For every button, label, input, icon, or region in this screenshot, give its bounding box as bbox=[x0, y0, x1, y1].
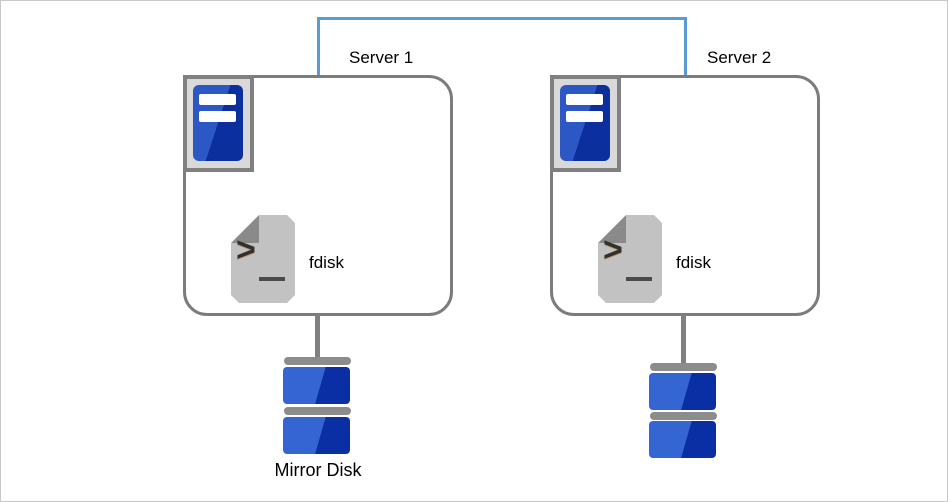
prompt-glyph: > bbox=[236, 231, 256, 269]
disk-platter-bar bbox=[284, 407, 351, 415]
server-tower-icon bbox=[550, 75, 621, 172]
server-tower-body bbox=[560, 85, 610, 161]
server1-tool-label: fdisk bbox=[309, 253, 344, 272]
server1-label: Server 1 bbox=[349, 48, 414, 67]
disk-platter-bar bbox=[650, 363, 717, 371]
disk-body bbox=[649, 373, 716, 410]
disk-platter-bar bbox=[284, 357, 351, 365]
mirror-disk-label: Mirror Disk bbox=[274, 460, 362, 480]
tower-slot-bar bbox=[199, 111, 236, 122]
server-link-drop-right bbox=[684, 17, 687, 77]
server-link-line bbox=[317, 17, 687, 20]
disk-body bbox=[283, 367, 350, 404]
cursor-underscore bbox=[626, 277, 652, 281]
server1-disk-connector bbox=[315, 315, 320, 358]
cursor-underscore bbox=[259, 277, 285, 281]
tower-slot-bar bbox=[566, 94, 603, 105]
prompt-glyph: > bbox=[603, 231, 623, 269]
server-tower-icon bbox=[183, 75, 254, 172]
tower-slot-bar bbox=[199, 94, 236, 105]
server2-tool-label: fdisk bbox=[676, 253, 711, 272]
disk-body bbox=[283, 417, 350, 454]
tower-slot-bar bbox=[566, 111, 603, 122]
server2-label: Server 2 bbox=[707, 48, 772, 67]
disk-platter-bar bbox=[650, 412, 717, 420]
server2-disk-connector bbox=[681, 315, 686, 364]
disk-body bbox=[649, 421, 716, 458]
server-link-drop-left bbox=[317, 17, 320, 77]
server-tower-body bbox=[193, 85, 243, 161]
